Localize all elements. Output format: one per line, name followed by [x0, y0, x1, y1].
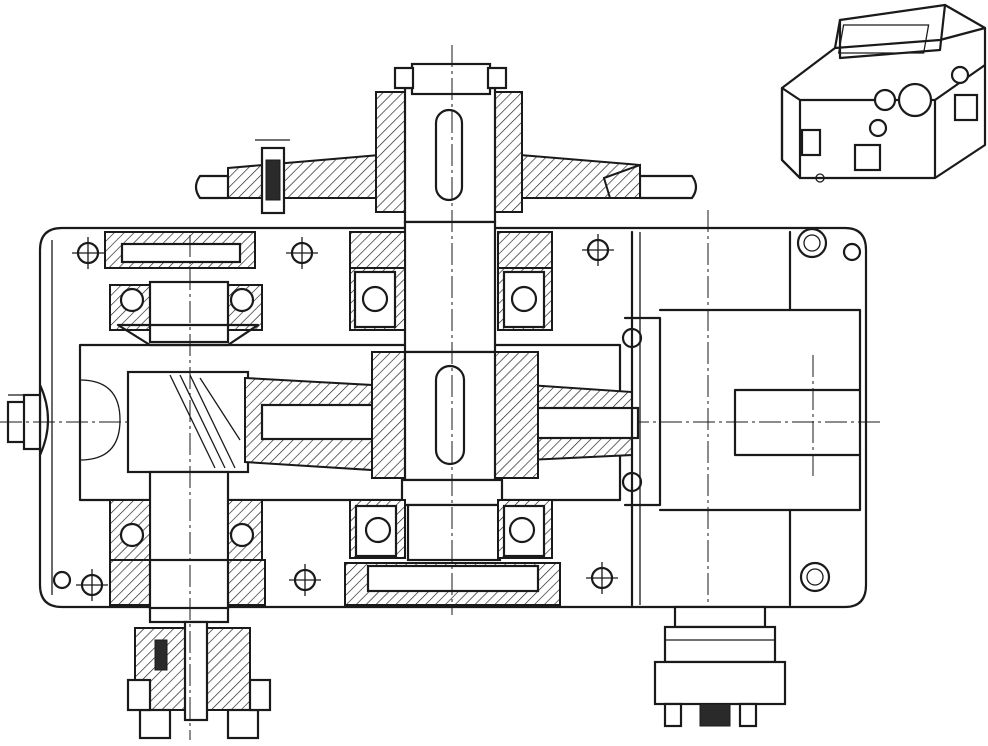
bolt-hole [621, 471, 643, 493]
motor-coupling [653, 605, 787, 728]
bolt-hole [842, 242, 862, 262]
motor-housing [623, 210, 862, 620]
bolt-hole [582, 234, 614, 266]
bolt-hole [799, 561, 831, 593]
output-shaft [194, 45, 698, 615]
isometric-view [780, 3, 987, 183]
bolt-hole [621, 327, 643, 349]
bolt-hole [286, 237, 318, 269]
lever-bolt [255, 139, 290, 215]
bolt-hole [72, 237, 104, 269]
bolt-hole [289, 564, 321, 596]
bolt-hole [586, 562, 618, 594]
input-shaft [104, 231, 272, 740]
bolt-hole [796, 227, 828, 259]
bolt-hole [76, 569, 108, 601]
bolt-hole [52, 570, 72, 590]
bolt-holes [52, 227, 862, 601]
